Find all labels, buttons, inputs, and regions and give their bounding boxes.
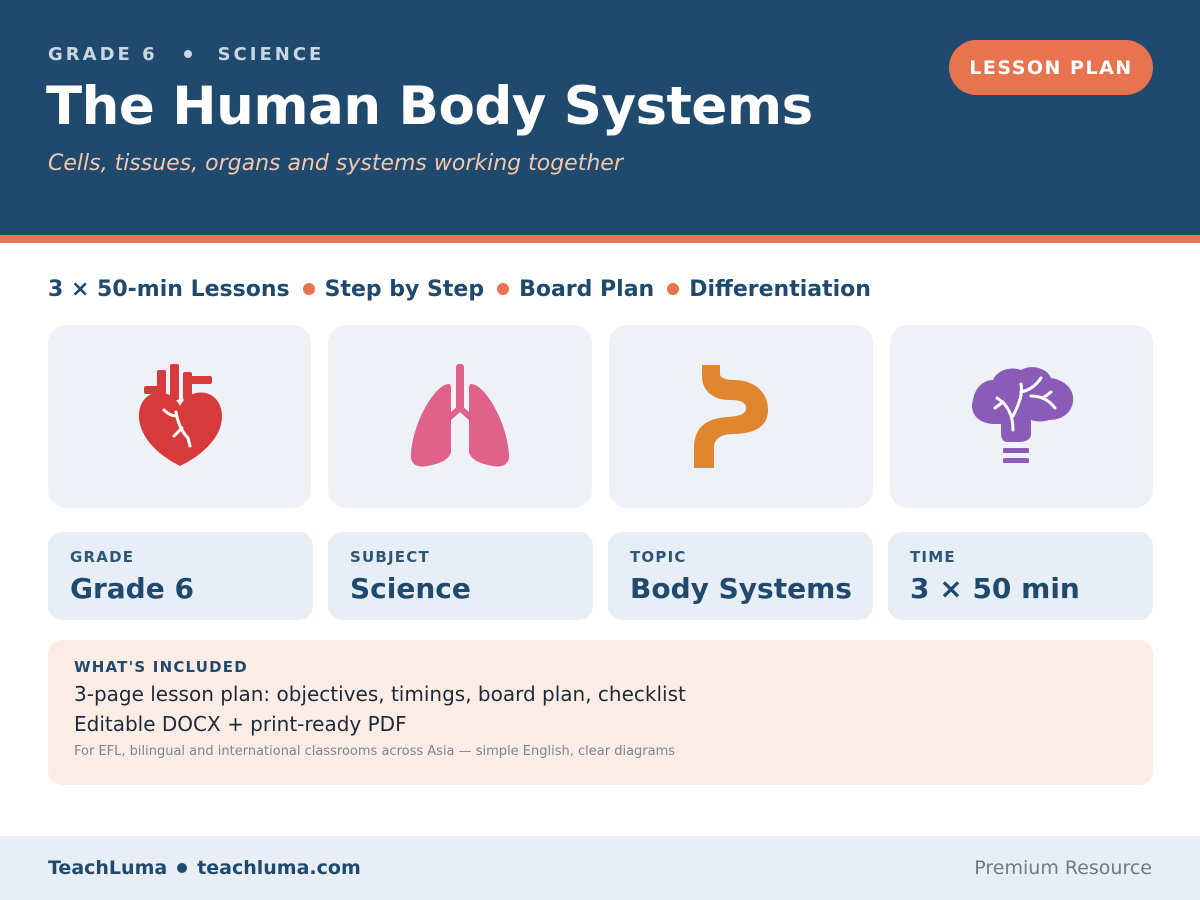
stomach-icon — [694, 364, 768, 468]
whats-included-box: WHAT'S INCLUDED 3-page lesson plan: obje… — [48, 640, 1153, 785]
feature-separator — [302, 283, 315, 295]
info-label: SUBJECT — [350, 548, 430, 566]
included-item: Editable DOCX + print-ready PDF — [74, 712, 407, 736]
included-item: 3-page lesson plan: objectives, timings,… — [74, 682, 686, 706]
info-card-topic: TOPIC Body Systems — [608, 532, 873, 620]
header-banner — [0, 0, 1200, 235]
lungs-card — [328, 325, 592, 508]
included-note: For EFL, bilingual and international cla… — [74, 744, 676, 759]
eyebrow-subject: SCIENCE — [217, 43, 325, 65]
brain-card — [890, 325, 1153, 508]
lesson-plan-badge: LESSON PLAN — [949, 40, 1153, 95]
footer-dot — [177, 863, 188, 873]
info-value: Science — [350, 572, 471, 605]
feature-item: Differentiation — [689, 276, 871, 302]
info-label: GRADE — [70, 548, 135, 566]
brand-name: TeachLuma — [48, 857, 168, 879]
footer-brand-area: TeachLuma teachluma.com — [48, 836, 361, 900]
info-value: 3 × 50 min — [910, 572, 1080, 605]
feature-item: Board Plan — [519, 276, 655, 302]
page-subtitle: Cells, tissues, organs and systems worki… — [48, 151, 623, 176]
eyebrow-grade: GRADE 6 — [48, 43, 158, 65]
page-title: The Human Body Systems — [46, 76, 813, 137]
included-heading: WHAT'S INCLUDED — [74, 658, 248, 676]
info-value: Grade 6 — [70, 572, 194, 605]
info-label: TIME — [910, 548, 956, 566]
heart-icon — [138, 363, 222, 466]
feature-list: 3 × 50-min Lessons Step by Step Board Pl… — [48, 274, 871, 304]
info-value: Body Systems — [630, 572, 852, 605]
accent-divider — [0, 235, 1200, 243]
feature-separator — [667, 283, 680, 295]
footer: TeachLuma teachluma.com Premium Resource — [0, 836, 1200, 900]
info-card-subject: SUBJECT Science — [328, 532, 593, 620]
info-card-time: TIME 3 × 50 min — [888, 532, 1153, 620]
eyebrow: GRADE 6 SCIENCE — [48, 42, 324, 66]
stomach-card — [609, 325, 873, 508]
info-label: TOPIC — [630, 548, 687, 566]
feature-item: Step by Step — [324, 276, 485, 302]
feature-item: 3 × 50-min Lessons — [48, 276, 290, 302]
heart-card — [48, 325, 311, 508]
eyebrow-dot — [183, 50, 192, 58]
feature-separator — [497, 283, 510, 295]
premium-tag: Premium Resource — [974, 857, 1152, 879]
lungs-icon — [410, 363, 510, 466]
website-link[interactable]: teachluma.com — [197, 857, 361, 879]
brain-icon — [971, 366, 1073, 463]
info-card-grade: GRADE Grade 6 — [48, 532, 313, 620]
